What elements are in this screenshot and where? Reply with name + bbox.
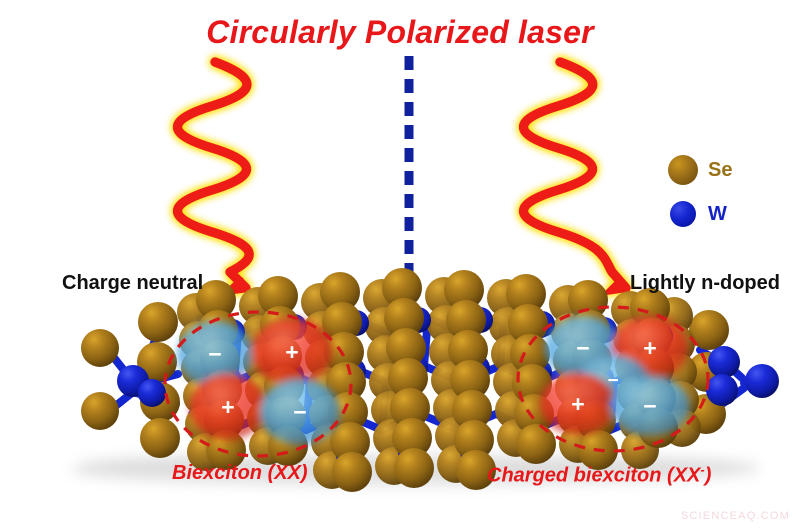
label-lightly-n-doped: Lightly n-doped [630, 272, 780, 294]
charge-blob-plus [540, 373, 616, 435]
se-atom-icon [668, 155, 698, 185]
element-legend: Se W [668, 148, 732, 236]
charge-blob-plus [190, 374, 266, 440]
charge-blob-minus [260, 379, 340, 445]
biexciton-outline [163, 310, 353, 458]
page-title: Circularly Polarized laser [206, 14, 594, 50]
legend-item-se: Se [668, 148, 732, 192]
caption-charged-biexciton: Charged biexciton (XX-) [487, 462, 711, 488]
legend-label-w: W [708, 202, 727, 225]
caption-charged-biexciton-tail: ) [704, 464, 712, 487]
left-laser-beam [173, 57, 254, 296]
charged-biexciton-outline [516, 305, 710, 453]
right-laser-beam [519, 57, 631, 296]
charge-blob-minus [610, 376, 690, 436]
lattice-terminal-right [686, 310, 779, 434]
lattice-terminal-left [81, 302, 180, 458]
label-charge-neutral: Charge neutral [62, 272, 204, 294]
site-watermark: SCIENCEAQ.COM [680, 510, 790, 522]
charge-blob-plus [252, 318, 332, 386]
charge-blob-minus [177, 321, 253, 387]
legend-item-w: W [668, 192, 732, 236]
caption-charge-superscript: - [700, 462, 705, 477]
caption-biexciton: Biexciton (XX) [172, 462, 308, 484]
caption-charged-biexciton-main: Charged biexciton (XX [487, 464, 701, 487]
w-atom-icon [670, 201, 696, 227]
charged-biexciton: − + − + − [516, 305, 710, 453]
legend-label-se: Se [708, 158, 733, 181]
